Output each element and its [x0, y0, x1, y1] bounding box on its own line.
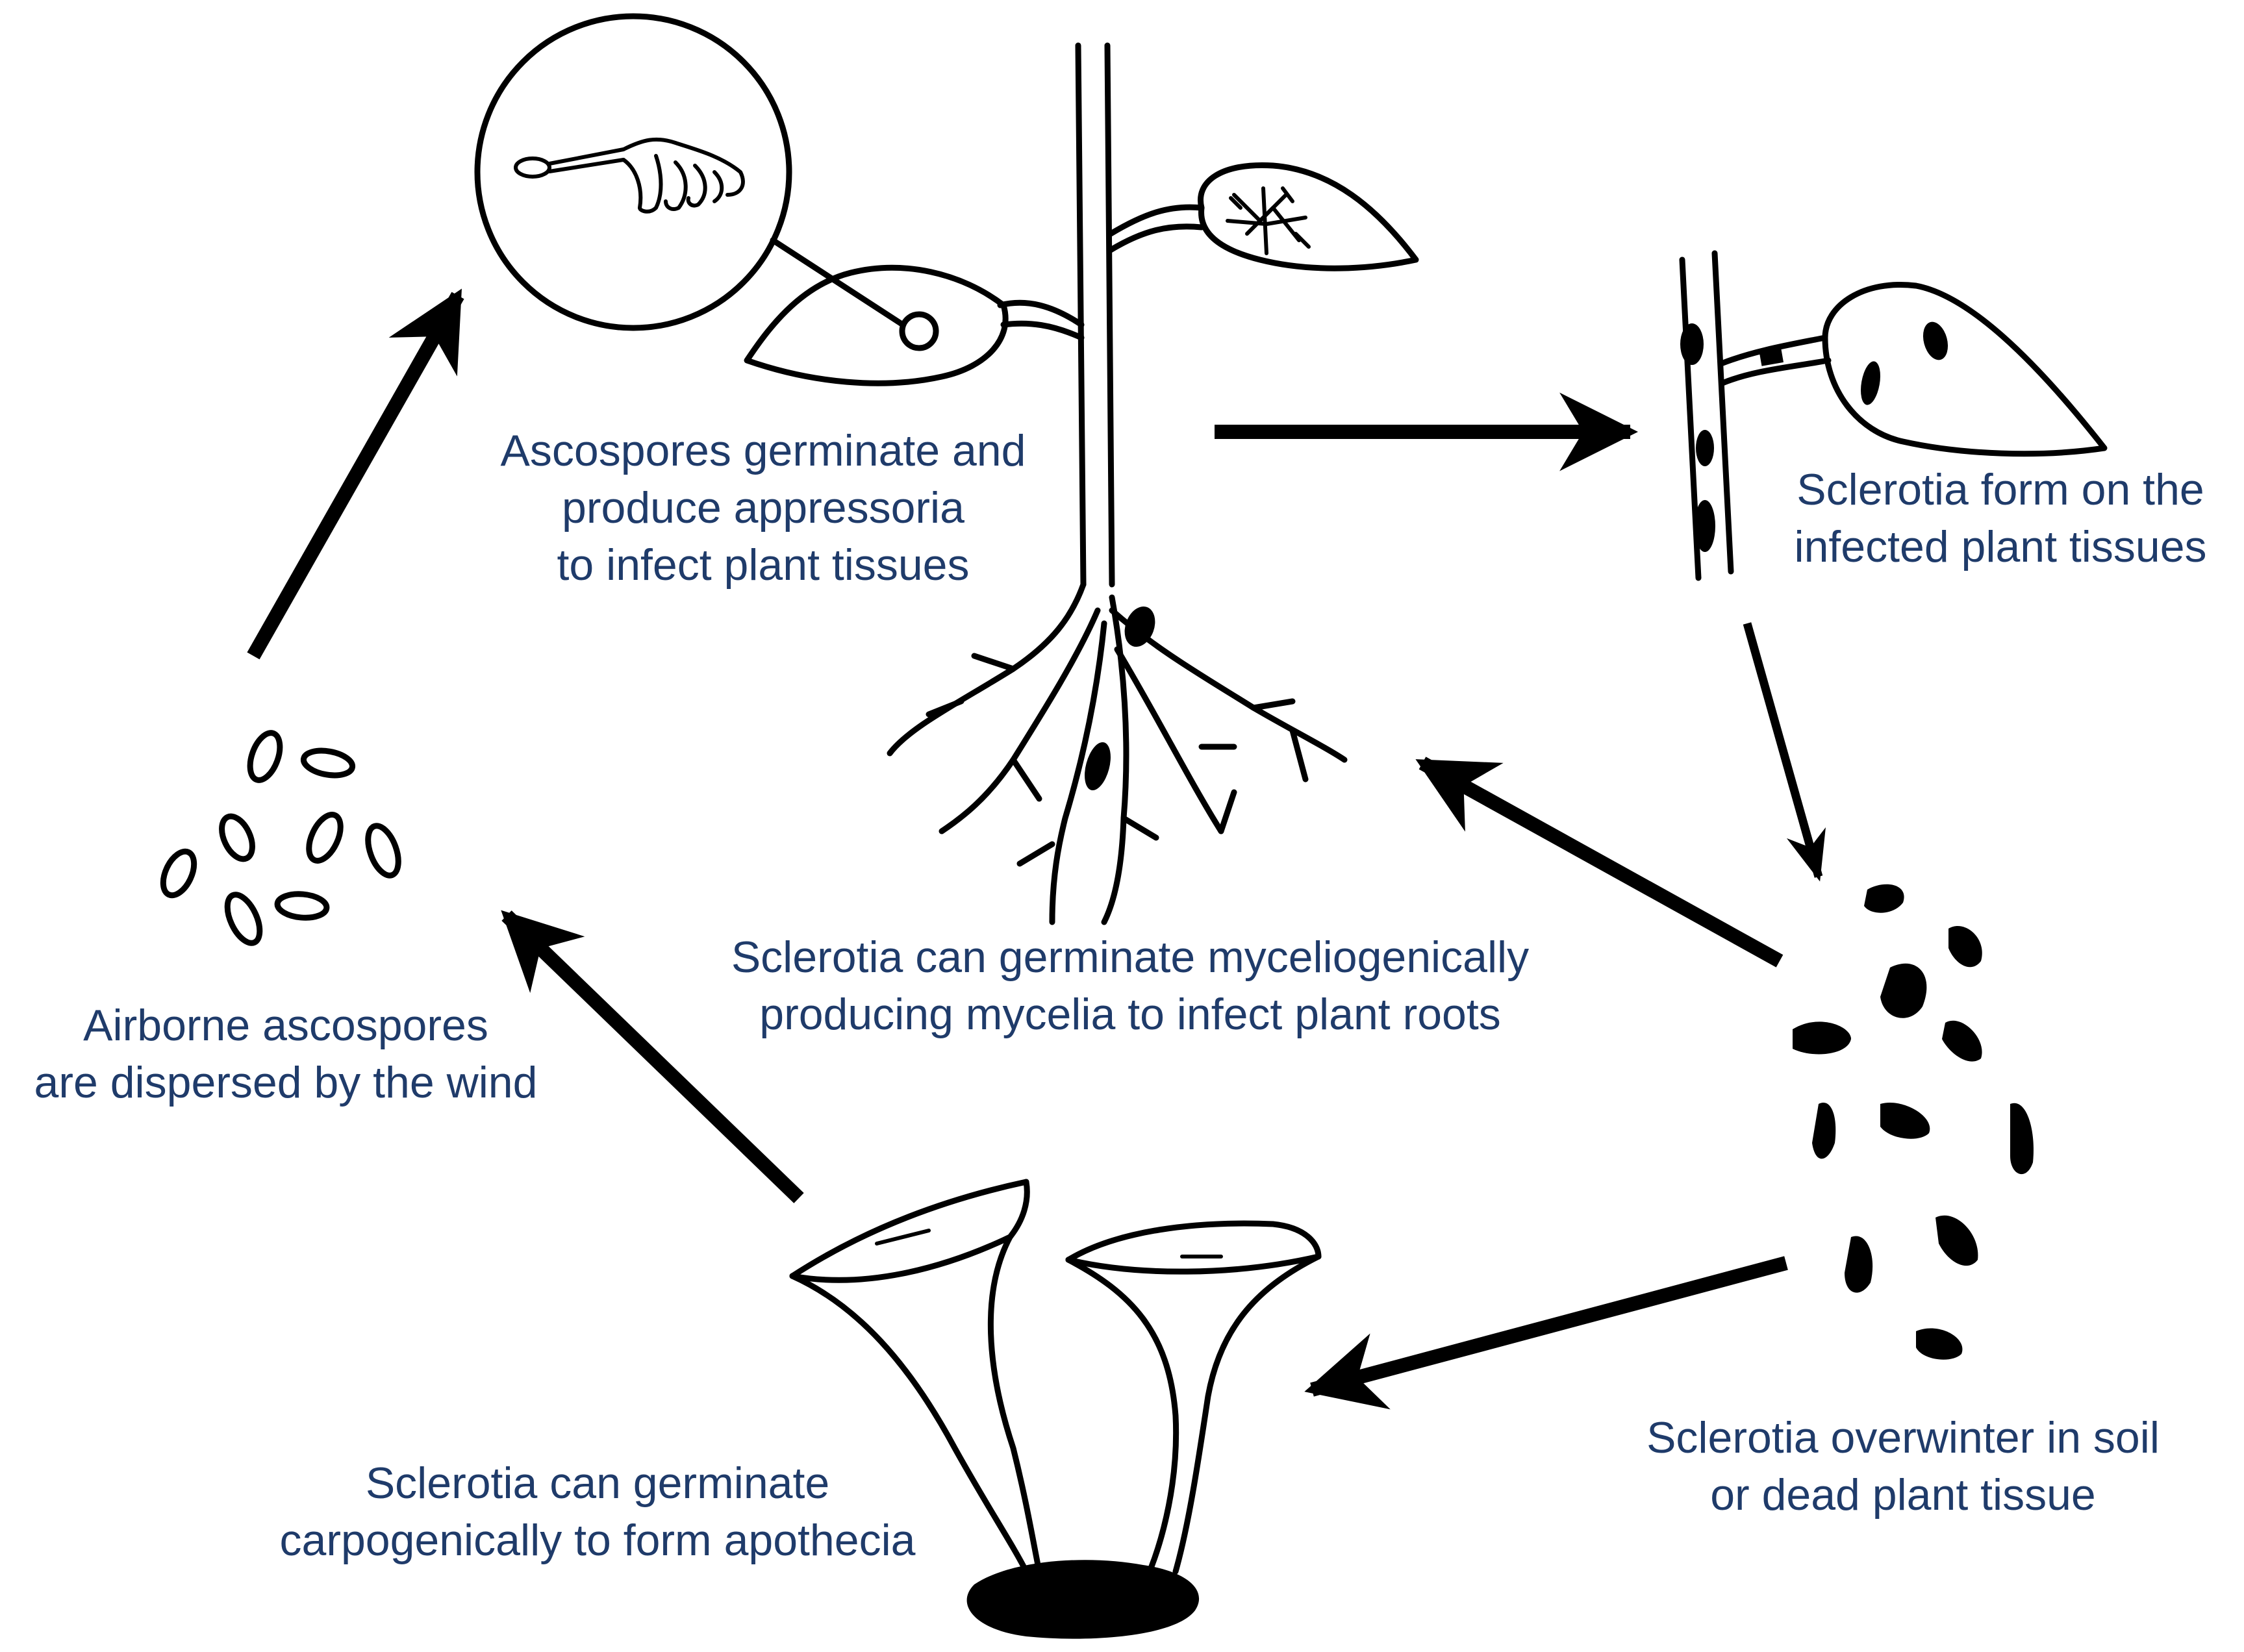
- arrow-apothecia-to-ascospores: [501, 910, 804, 1203]
- label-myceliogenic: Sclerotia can germinate myceliogenically…: [731, 932, 1530, 1039]
- label-airborne: Airborne ascospores are dispersed by the…: [34, 1001, 538, 1107]
- cycle-arrows: [247, 288, 1826, 1410]
- arrow-sclerotia-form-to-soil: [1743, 622, 1826, 882]
- airborne-ascospores: [160, 730, 401, 946]
- mycelium-icon: [1226, 186, 1311, 255]
- germinating-ascospore-icon: [514, 137, 745, 214]
- infection-spot-icon: [899, 311, 939, 351]
- appressorium-magnified: [474, 13, 906, 331]
- arrow-soil-to-apothecia: [1304, 1256, 1788, 1410]
- host-plant: [744, 42, 1419, 925]
- infected-stem-sclerotia: [1679, 250, 2108, 581]
- apothecia: [789, 1179, 1322, 1639]
- label-sclerotia-form: Sclerotia form on the infected plant tis…: [1794, 465, 2207, 571]
- label-ascospores-germinate: Ascospores germinate and produce appress…: [500, 426, 1026, 590]
- label-carpogenic: Sclerotia can germinate carpogenically t…: [279, 1458, 916, 1565]
- arrow-soil-to-roots: [1415, 757, 1784, 968]
- plant-roots: [887, 581, 1348, 925]
- arrow-ascospores-to-infection: [247, 288, 464, 660]
- label-overwinter: Sclerotia overwinter in soil or dead pla…: [1646, 1413, 2160, 1520]
- overwintering-sclerotia: [1793, 884, 2034, 1360]
